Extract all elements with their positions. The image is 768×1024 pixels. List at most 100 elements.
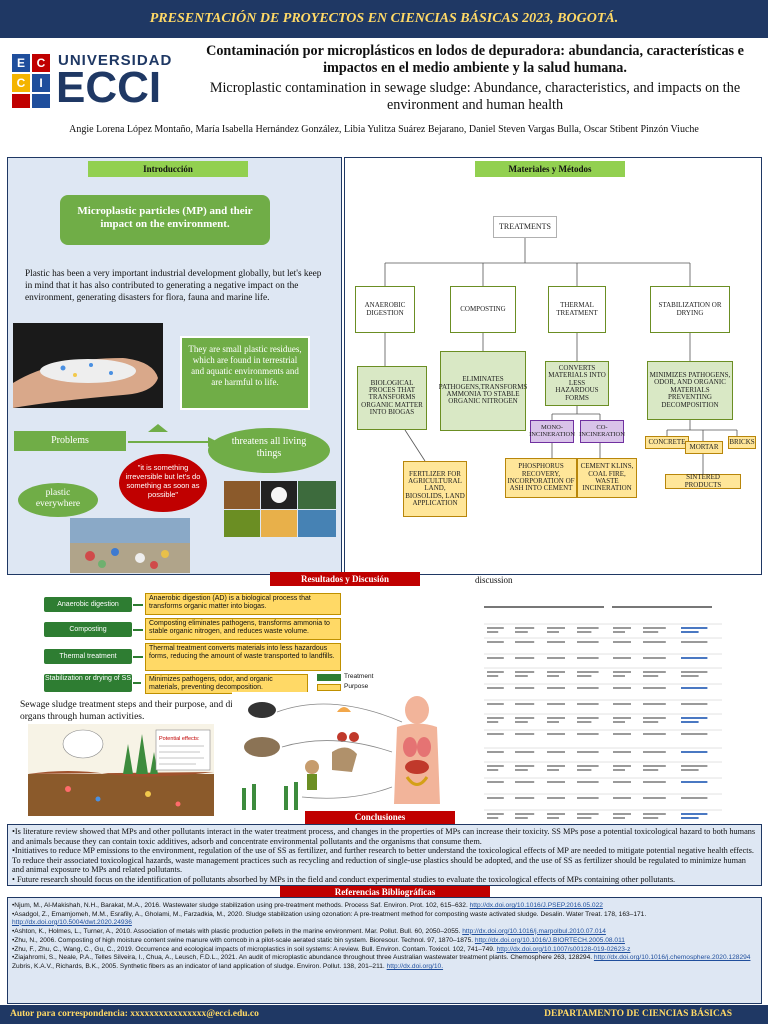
stage-desc-thermal: Thermal treatment converts materials int… xyxy=(145,643,341,671)
table-cell-text xyxy=(577,627,599,629)
stage-desc-stabilization: Minimizes pathogens, odor, and organic m… xyxy=(145,674,308,694)
university-logo: E C C I UNIVERSIDAD ECCI xyxy=(12,50,182,112)
table-cell-text xyxy=(547,627,565,629)
reference-link[interactable]: http://dx.doi.org/10. xyxy=(386,963,444,971)
table-cell-text xyxy=(577,641,599,643)
legend-treatment-label: Treatment xyxy=(344,673,374,680)
bricks-node: BRICKS xyxy=(728,436,756,449)
table-cell-text xyxy=(613,721,625,723)
stage-arrow xyxy=(133,629,143,631)
logo-universidad-text: UNIVERSIDAD xyxy=(58,52,173,69)
table-cell-text xyxy=(515,813,535,815)
reference-link[interactable]: http://dx.doi.org/10.1016/j.chemosphere.… xyxy=(593,954,751,962)
table-cell-text xyxy=(487,675,499,677)
table-cell-text xyxy=(643,657,666,659)
legend-purpose-swatch xyxy=(317,684,341,691)
table-cell-text xyxy=(613,687,631,689)
table-cell-text xyxy=(613,627,631,629)
table-cell-text xyxy=(487,769,499,771)
methods-panel: Materiales y Métodos TREATMENTS ANAEROBI… xyxy=(344,157,762,575)
reference-item: •Ziajahromi, S., Neale, P.A., Telles Sil… xyxy=(12,954,751,962)
table-cell-text xyxy=(547,641,565,643)
table-cell-text xyxy=(681,817,699,819)
table-cell-text xyxy=(613,733,631,735)
table-cell-text xyxy=(487,657,504,659)
introduction-heading: Introducción xyxy=(88,161,248,177)
discussion-label: discussion xyxy=(475,575,513,585)
minimizes-node: MINIMIZES PATHOGENS, ODOR, AND ORGANIC M… xyxy=(647,361,733,420)
table-cell-text xyxy=(613,813,631,815)
table-cell-text xyxy=(681,813,708,815)
stage-desc-composting: Composting eliminates pathogens, transfo… xyxy=(145,618,341,640)
table-cell-text xyxy=(577,671,599,673)
results-caption: Sewage sludge treatment steps and their … xyxy=(20,700,434,722)
table-cell-text xyxy=(577,817,592,819)
table-cell-text xyxy=(643,627,666,629)
reference-link[interactable]: http://dx.doi.org/10.1007/s00128-019-026… xyxy=(496,945,631,953)
table-cell-text xyxy=(487,781,504,783)
reference-item: •Zhu, F., Zhu, C., Wang, C., Gu, C., 201… xyxy=(12,945,631,953)
problems-box: Problems xyxy=(14,431,126,451)
quote-ellipse: "it is something irreversible but let's … xyxy=(119,454,207,512)
table-cell-text xyxy=(515,671,535,673)
table-cell-text xyxy=(515,781,535,783)
title-spanish: Contaminación por microplásticos en lodo… xyxy=(206,43,744,76)
conclusion-paragraph-3: • Future research should focus on the id… xyxy=(12,874,676,884)
table-cell-text xyxy=(643,765,666,767)
table-cell-text xyxy=(487,641,504,643)
table-cell-text xyxy=(487,765,504,767)
logo-block xyxy=(12,94,30,108)
table-cell-text xyxy=(577,797,599,799)
table-cell-text xyxy=(547,671,565,673)
table-cell-text xyxy=(515,817,528,819)
table-caption-line xyxy=(612,606,712,608)
title-english: Microplastic contamination in sewage slu… xyxy=(209,80,741,113)
table-cell-text xyxy=(577,721,592,723)
reference-link[interactable]: http://dx.doi.org/10.1016/J.BIORTECH.200… xyxy=(474,936,625,944)
table-cell-text xyxy=(487,817,499,819)
table-cell-text xyxy=(547,675,559,677)
phosphorus-node: PHOSPHORUS RECOVERY, INCORPORATION OF AS… xyxy=(505,458,577,498)
table-cell-text xyxy=(515,627,535,629)
table-cell-text xyxy=(613,671,631,673)
table-caption-line xyxy=(484,606,604,608)
table-cell-text xyxy=(613,657,631,659)
table-cell-text xyxy=(643,703,666,705)
table-cell-text xyxy=(643,781,666,783)
stage-stabilization: Stabilization or drying of SS xyxy=(44,674,132,692)
threatens-ellipse: threatens all living things xyxy=(208,428,330,473)
logo-letter-c1: C xyxy=(32,54,50,72)
anaerobic-node: ANAEROBIC DIGESTION xyxy=(355,286,415,333)
table-cell-text xyxy=(487,721,499,723)
table-cell-text xyxy=(643,641,666,643)
table-cell-text xyxy=(613,765,631,767)
table-cell-text xyxy=(643,721,659,723)
poster-footer: Autor para correspondencia: xxxxxxxxxxxx… xyxy=(0,1005,768,1024)
table-cell-text xyxy=(643,797,666,799)
reference-item: •Zhu, N., 2006. Composting of high moist… xyxy=(12,936,625,944)
mono-incineration-node: MONO-INCINERATION xyxy=(529,420,575,443)
table-cell-text xyxy=(681,687,708,689)
reference-link[interactable]: http://dx.doi.org/10.1016/j.marpolbul.20… xyxy=(462,927,606,935)
table-cell-text xyxy=(681,733,708,735)
table-cell-text xyxy=(547,817,559,819)
table-cell-text xyxy=(547,687,565,689)
stage-composting: Composting xyxy=(44,622,132,637)
co-incineration-node: CO-INCINERATION xyxy=(579,420,625,443)
table-cell-text xyxy=(577,769,592,771)
concrete-node: CONCRETE xyxy=(645,436,689,449)
stage-arrow xyxy=(133,656,143,658)
table-cell-text xyxy=(577,813,599,815)
table-cell-text xyxy=(613,675,625,677)
contact-email: Autor para correspondencia: xxxxxxxxxxxx… xyxy=(10,1009,259,1019)
plastic-everywhere-ellipse: plastic everywhere xyxy=(18,483,98,517)
stage-arrow xyxy=(133,682,141,684)
table-cell-text xyxy=(547,721,559,723)
table-cell-text xyxy=(681,781,708,783)
reference-link[interactable]: http://dx.doi.org/10.1016/J.PSEP.2016.05… xyxy=(469,902,603,909)
reference-link[interactable]: http://dx.doi.org/10.5004/dwt.2020.24936 xyxy=(12,918,132,926)
table-cell-text xyxy=(577,781,599,783)
table-cell-text xyxy=(613,797,631,799)
reference-item: Zubris, K.A.V., Richards, B.K., 2005. Sy… xyxy=(12,963,444,971)
references-panel: •Njum, M., Al-Makishah, N.H., Barakat, M… xyxy=(7,897,762,1004)
